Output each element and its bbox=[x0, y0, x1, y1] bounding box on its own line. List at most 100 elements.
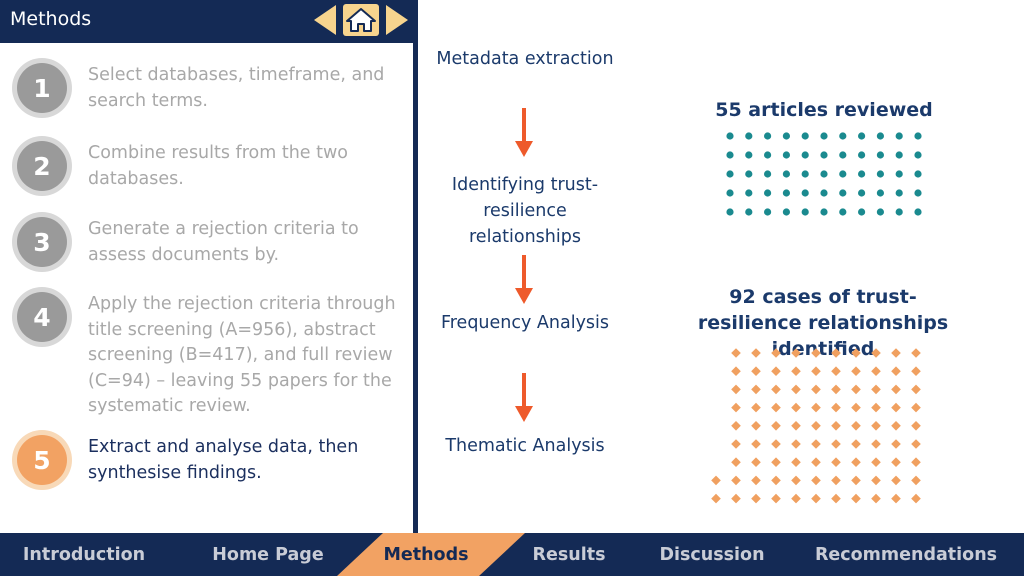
article-dot bbox=[820, 151, 828, 159]
case-dot bbox=[771, 366, 781, 377]
article-dot bbox=[726, 151, 734, 159]
nav-tab-recommendations[interactable]: Recommendations bbox=[814, 544, 998, 565]
article-dot bbox=[782, 170, 790, 178]
case-dot bbox=[891, 402, 901, 413]
case-dot bbox=[751, 420, 761, 431]
article-dot bbox=[839, 208, 847, 216]
nav-tab-results[interactable]: Results bbox=[532, 544, 606, 565]
case-dot bbox=[811, 348, 821, 358]
case-dot bbox=[791, 439, 801, 449]
case-dot bbox=[851, 493, 861, 504]
article-dot bbox=[801, 189, 809, 197]
article-dot bbox=[801, 151, 809, 159]
case-dot bbox=[831, 493, 841, 504]
article-dot bbox=[858, 151, 866, 159]
cases-identified-heading: 92 cases of trust-resilience relationshi… bbox=[697, 286, 949, 360]
article-dot bbox=[876, 132, 884, 140]
article-dot bbox=[895, 151, 903, 159]
case-dot bbox=[891, 384, 901, 395]
case-dot bbox=[831, 402, 841, 413]
case-dot bbox=[791, 475, 801, 486]
case-dot bbox=[731, 366, 741, 377]
case-dot bbox=[751, 348, 761, 358]
case-dot bbox=[831, 439, 841, 449]
step-number-badge: 1 bbox=[12, 58, 72, 118]
previous-arrow-icon[interactable] bbox=[312, 3, 338, 37]
case-dot bbox=[911, 420, 921, 431]
article-dot bbox=[820, 189, 828, 197]
case-dot bbox=[851, 384, 861, 395]
case-dot bbox=[791, 366, 801, 377]
case-dot bbox=[731, 457, 741, 468]
home-icon[interactable] bbox=[342, 3, 380, 37]
case-dot bbox=[771, 420, 781, 431]
step-description: Select databases, timeframe, and search … bbox=[88, 65, 385, 111]
article-dot bbox=[820, 132, 828, 140]
case-dot bbox=[891, 475, 901, 486]
article-dot bbox=[820, 170, 828, 178]
nav-tab-discussion[interactable]: Discussion bbox=[659, 544, 765, 565]
next-arrow-icon[interactable] bbox=[384, 3, 410, 37]
case-dot bbox=[891, 439, 901, 449]
nav-tab-home-page[interactable]: Home Page bbox=[212, 544, 324, 565]
article-dot bbox=[839, 132, 847, 140]
article-dot bbox=[764, 151, 772, 159]
case-dot bbox=[751, 457, 761, 468]
case-dot bbox=[851, 439, 861, 449]
case-dot bbox=[771, 439, 781, 449]
article-dot bbox=[914, 151, 922, 159]
case-dot bbox=[911, 493, 921, 504]
article-dot bbox=[764, 170, 772, 178]
step-number-badge: 2 bbox=[12, 136, 72, 196]
case-dot bbox=[891, 420, 901, 431]
case-dot bbox=[851, 475, 861, 486]
step-number: 2 bbox=[17, 141, 67, 191]
case-dot bbox=[811, 420, 821, 431]
case-dot bbox=[751, 402, 761, 413]
case-dot bbox=[771, 457, 781, 468]
article-dot bbox=[726, 208, 734, 216]
case-dot bbox=[911, 475, 921, 486]
slide-navigation bbox=[312, 3, 410, 37]
nav-tab-methods[interactable]: Methods bbox=[383, 544, 469, 565]
case-dot bbox=[791, 402, 801, 413]
case-dot bbox=[871, 402, 881, 413]
panel-title: Methods bbox=[10, 8, 92, 30]
article-dot bbox=[914, 189, 922, 197]
case-dot bbox=[891, 493, 901, 504]
case-dot bbox=[911, 457, 921, 468]
article-dot bbox=[914, 132, 922, 140]
case-dot bbox=[871, 475, 881, 486]
case-dot bbox=[851, 348, 861, 358]
step-description: Generate a rejection criteria to assess … bbox=[88, 219, 359, 265]
article-dot bbox=[782, 151, 790, 159]
case-dot bbox=[731, 402, 741, 413]
nav-tab-introduction[interactable]: Introduction bbox=[22, 544, 146, 565]
flow-step-thematic: Thematic Analysis bbox=[445, 436, 605, 456]
step-number: 4 bbox=[17, 292, 67, 342]
article-dot bbox=[895, 170, 903, 178]
article-dot bbox=[876, 189, 884, 197]
article-dot bbox=[876, 151, 884, 159]
case-dot bbox=[731, 439, 741, 449]
case-dot bbox=[771, 475, 781, 486]
case-dot bbox=[751, 366, 761, 377]
article-dot bbox=[858, 132, 866, 140]
case-dot bbox=[871, 439, 881, 449]
article-dot bbox=[764, 189, 772, 197]
flow-step-metadata: Metadata extraction bbox=[436, 49, 614, 69]
step-number-badge: 3 bbox=[12, 212, 72, 272]
case-dot bbox=[771, 402, 781, 413]
article-dot bbox=[726, 132, 734, 140]
case-dot bbox=[811, 439, 821, 449]
cases-dot-grid bbox=[711, 348, 921, 504]
case-dot bbox=[911, 439, 921, 449]
article-dot bbox=[895, 132, 903, 140]
case-dot bbox=[831, 420, 841, 431]
case-dot bbox=[911, 366, 921, 377]
case-dot bbox=[871, 457, 881, 468]
article-dot bbox=[726, 170, 734, 178]
article-dot bbox=[782, 189, 790, 197]
